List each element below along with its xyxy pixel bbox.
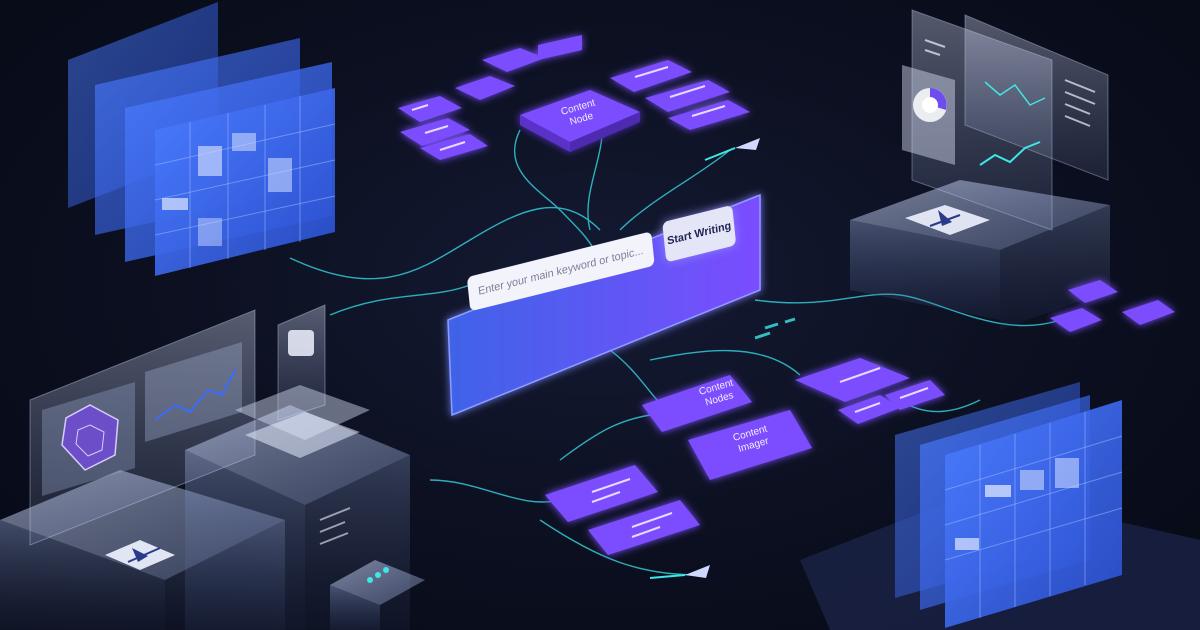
- radar-chart-icon: [61, 404, 119, 471]
- calendar-stack-left: [68, 2, 336, 276]
- node-cluster-top: [398, 35, 750, 160]
- start-writing-button[interactable]: Start Writing: [662, 204, 737, 263]
- glass-panels-left: [29, 304, 370, 546]
- pen-nib-icon: [905, 205, 990, 235]
- rocket-icon: [649, 565, 710, 579]
- pen-nib-icon: [105, 540, 175, 570]
- node-cluster-right: [795, 280, 1175, 424]
- node-cluster-bottom: [545, 375, 812, 555]
- pie-chart-icon: [913, 88, 947, 122]
- analytics-tower-right: [850, 9, 1110, 330]
- dash-marks: [754, 317, 796, 340]
- calendar-stack-right: [800, 382, 1200, 630]
- rocket-icon: [704, 138, 760, 161]
